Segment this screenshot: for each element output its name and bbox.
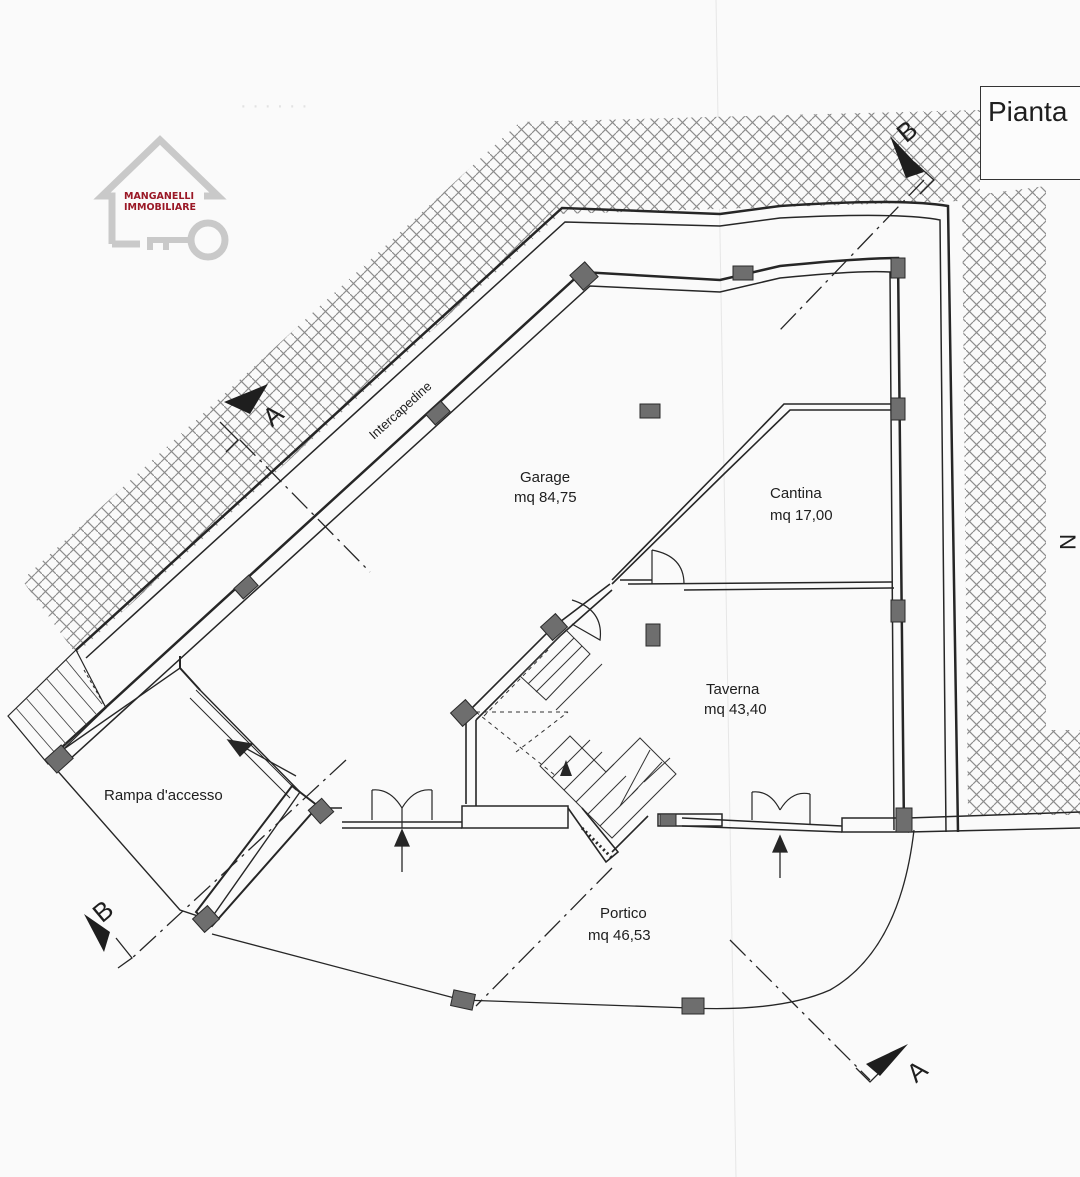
logo-line1: MANGANELLI — [124, 191, 194, 202]
intercapedine-name: Intercapedine — [366, 378, 435, 442]
garage-area: mq 84,75 — [514, 489, 577, 506]
ramp-wall — [194, 784, 320, 928]
cantina-area: mq 17,00 — [770, 507, 833, 524]
taverna-name: Taverna — [706, 681, 760, 698]
taverna-area: mq 43,40 — [704, 701, 767, 718]
cantina-name: Cantina — [770, 485, 822, 502]
stairs — [519, 629, 677, 839]
portico-door-left — [371, 789, 433, 828]
svg-text:· · · · · ·: · · · · · · — [240, 95, 308, 117]
north-mark: N — [1055, 534, 1080, 550]
soil-hatch-north — [22, 110, 980, 654]
section-b-top-arrow-icon — [890, 136, 924, 178]
cantina-walls — [611, 403, 898, 585]
portico-outline — [211, 829, 915, 1010]
portico-area: mq 46,53 — [588, 927, 651, 944]
soil-hatch-east — [936, 186, 1080, 815]
house-key-icon — [93, 135, 227, 244]
section-lines — [129, 179, 925, 1081]
section-a-bottom-label: A — [901, 1054, 934, 1089]
title-block — [980, 86, 1080, 180]
section-a-bottom-arrow-icon — [866, 1044, 908, 1076]
agency-logo: MANGANELLI IMMOBILIARE — [93, 135, 229, 261]
rampa-name: Rampa d'accesso — [104, 787, 223, 804]
plan-title: Pianta — [988, 96, 1068, 127]
portico-name: Portico — [600, 905, 647, 922]
pillars — [44, 257, 913, 1015]
garage-name: Garage — [520, 469, 570, 486]
section-a-top-arrow-icon — [224, 384, 268, 414]
taverna-door-right — [751, 791, 811, 824]
logo-line2: IMMOBILIARE — [124, 202, 196, 213]
ramp-steps — [7, 649, 107, 765]
stair-wall — [465, 583, 613, 721]
section-b-bottom-arrow-icon — [84, 914, 110, 952]
cantina-door — [651, 549, 685, 585]
outer-wall — [75, 200, 960, 833]
